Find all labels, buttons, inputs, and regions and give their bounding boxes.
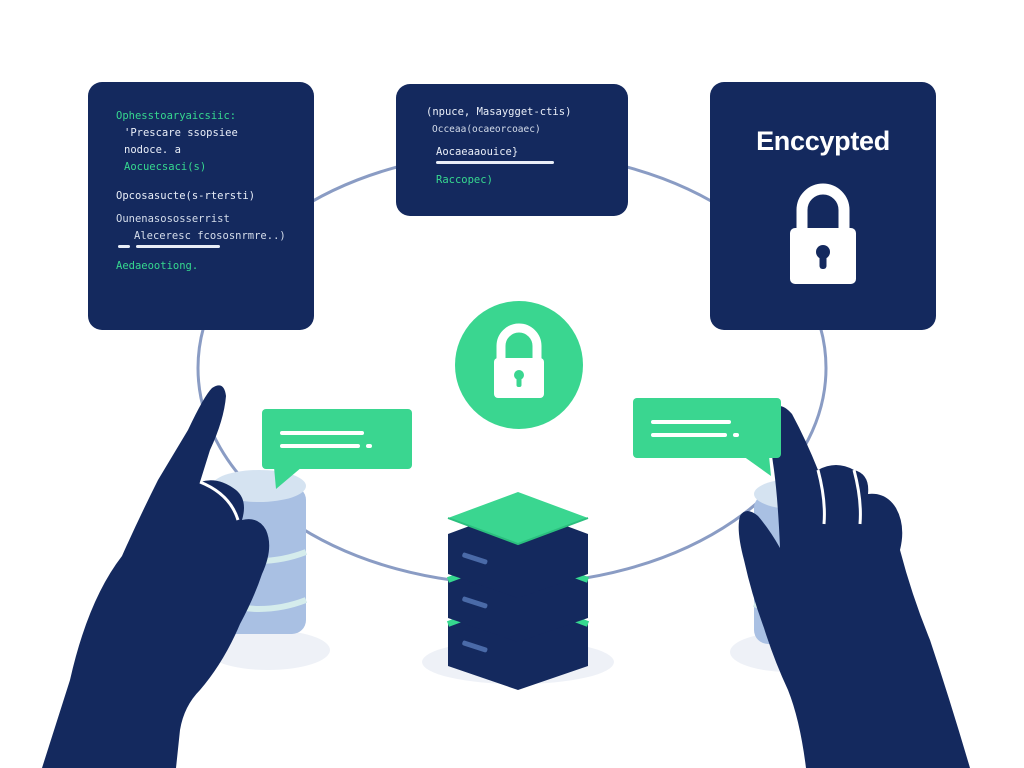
code-line: Aleceresc fcososnrmre..) bbox=[134, 230, 286, 242]
code-line: (npuce, Masaygget-ctis) bbox=[426, 106, 572, 118]
code-panel-left: Ophesstoaryaicsiic: 'Prescare ssopsiee n… bbox=[88, 82, 314, 330]
code-line: nodoce. a bbox=[124, 144, 181, 156]
code-underline bbox=[436, 161, 614, 164]
code-line: Raccopec) bbox=[436, 174, 493, 186]
code-line: Aedaeootiong. bbox=[116, 260, 199, 272]
code-line: 'Prescare ssopsiee bbox=[124, 127, 238, 139]
chat-bubble-icon bbox=[262, 409, 412, 489]
code-line: Aocaeaaouice} bbox=[436, 146, 519, 158]
code-underline bbox=[118, 245, 300, 248]
pointing-hand-icon bbox=[738, 405, 970, 768]
code-panel-middle: (npuce, Masaygget-ctis) Occeaa(ocaeorcoa… bbox=[396, 84, 628, 216]
encrypted-panel: Enccypted bbox=[710, 82, 936, 330]
encrypted-title: Enccypted bbox=[756, 126, 890, 156]
server-stack-icon bbox=[446, 492, 590, 690]
code-line: Opcosasucte(s-rtersti) bbox=[116, 190, 256, 202]
chat-bubble-icon bbox=[633, 398, 783, 476]
padlock-icon bbox=[790, 183, 856, 284]
pointing-hand-icon bbox=[42, 385, 270, 768]
left-db-shadow bbox=[206, 630, 330, 670]
code-line: Occeaa(ocaeorcoaec) bbox=[432, 124, 541, 135]
padlock-icon bbox=[455, 301, 583, 429]
code-line: Ophesstoaryaicsiic: bbox=[116, 110, 237, 122]
code-line: Ounenasososserrist bbox=[116, 213, 230, 225]
code-line: Aocuecsaci(s) bbox=[124, 161, 207, 173]
